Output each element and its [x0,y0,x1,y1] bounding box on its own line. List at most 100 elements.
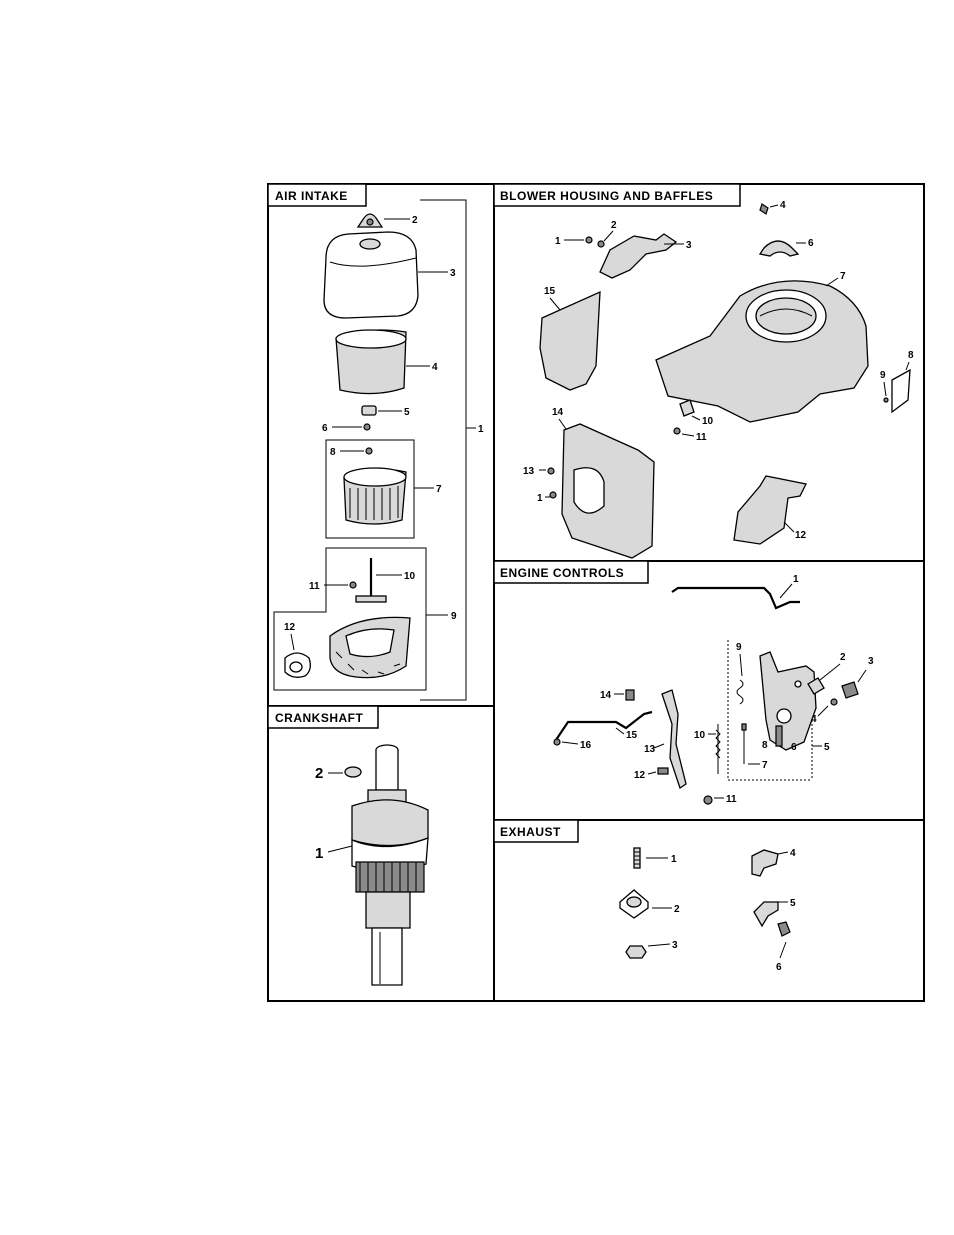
throttle-spring [716,724,720,774]
blower-callout-10: 10 [702,416,714,427]
mounting-stud [356,558,386,602]
engine-controls-title: ENGINE CONTROLS [500,566,624,580]
lever-nut-lower [704,796,712,804]
seal-washer [364,424,370,430]
clamp-screw [842,682,858,698]
controls-callout-10: 10 [694,730,706,741]
spring-pin [742,724,746,764]
control-bracket [760,652,816,750]
blower-callout-1: 1 [555,236,561,247]
air-intake-callout-12: 12 [284,622,296,633]
blower-housing-panel: BLOWER HOUSING AND BAFFLES 4 1 2 3 6 15 [494,184,914,558]
air-intake-panel: AIR INTAKE 1 2 3 4 5 [268,184,484,700]
blower-callout-6: 6 [808,238,814,249]
paper-element [344,468,406,524]
governor-spring [737,680,743,704]
exhaust-callout-3: 3 [672,940,678,951]
muffler-clamp [754,902,778,926]
crankshaft-part [352,745,428,985]
blower-callout-14: 14 [552,407,564,418]
exhaust-callout-4: 4 [790,848,796,859]
air-cleaner-cover [324,232,418,318]
controls-callout-11: 11 [726,794,737,805]
controls-callout-3: 3 [868,656,874,667]
blower-callout-8: 8 [908,350,914,361]
air-cleaner-base [330,617,410,677]
rod-clip [554,739,560,745]
exhaust-flange [620,890,648,918]
blower-callout-13: 13 [523,466,535,477]
precleaner-element [336,330,406,394]
air-intake-callout-6: 6 [322,423,328,434]
controls-callout-7: 7 [762,760,768,771]
clamp-screw [778,922,790,936]
element-seal [366,448,372,454]
crankshaft-panel: CRANKSHAFT 2 1 [268,706,428,985]
exhaust-stud [634,848,640,868]
blower-callout-11: 11 [696,432,707,443]
air-intake-callout-10: 10 [404,571,416,582]
engine-controls-panel: ENGINE CONTROLS 1 2 3 4 5 [494,561,874,805]
choke-rod [556,712,652,740]
baffle-screw [586,237,592,243]
controls-callout-5: 5 [824,742,830,753]
baffle-screw-lower [550,492,556,498]
item-1-bracket [420,200,466,700]
blower-callout-2: 2 [611,220,617,231]
controls-callout-12: 12 [634,770,646,781]
housing-screw [760,204,768,214]
blower-callout-3: 3 [686,240,692,251]
bracket-bolt [776,726,782,746]
housing-shield [892,370,910,412]
crankshaft-key [345,767,361,777]
blower-callout-4: 4 [780,200,786,211]
controls-callout-1: 1 [793,574,799,585]
housing-bracket [680,400,694,416]
controls-callout-9: 9 [736,642,742,653]
controls-callout-14: 14 [600,690,612,701]
muffler-bracket [752,850,778,876]
air-intake-callout-9: 9 [451,611,457,622]
controls-callout-8: 8 [762,740,768,751]
wing-nut [358,214,382,227]
cylinder-baffle [562,424,654,558]
bracket-screw [674,428,680,434]
controls-callout-16: 16 [580,740,592,751]
baffle-clip [598,241,604,247]
side-baffle [540,292,600,390]
lever-bolt [658,768,668,774]
crankshaft-title: CRANKSHAFT [275,711,363,725]
lever-nut [626,690,634,700]
exhaust-callout-2: 2 [674,904,680,915]
air-intake-callout-1: 1 [478,424,484,435]
blower-callout-15: 15 [544,286,556,297]
shield-screw [884,398,888,402]
baffle-nut [548,468,554,474]
bracket-washer [831,699,837,705]
governor-rod [672,588,800,608]
air-intake-callout-11: 11 [309,581,320,592]
exhaust-title: EXHAUST [500,825,561,839]
base-gasket [285,653,310,677]
exhaust-callout-1: 1 [671,854,677,865]
air-intake-callout-7: 7 [436,484,442,495]
exhaust-panel: EXHAUST 1 2 3 4 5 [494,820,796,973]
controls-callout-13: 13 [644,744,656,755]
air-intake-callout-2: 2 [412,215,418,226]
blower-callout-1b: 1 [537,493,543,504]
blower-callout-12: 12 [795,530,807,541]
air-intake-callout-3: 3 [450,268,456,279]
blower-callout-9: 9 [880,370,886,381]
crankshaft-callout-1: 1 [315,845,323,862]
exhaust-callout-5: 5 [790,898,796,909]
air-intake-callout-8: 8 [330,447,336,458]
air-intake-callout-4: 4 [432,362,438,373]
blower-housing-title: BLOWER HOUSING AND BAFFLES [500,189,713,203]
exhaust-callout-6: 6 [776,962,782,973]
controls-callout-2: 2 [840,652,846,663]
retainer-nut [362,406,376,415]
controls-callout-4: 4 [811,714,817,725]
blower-callout-7: 7 [840,271,846,282]
air-intake-title: AIR INTAKE [275,189,348,203]
